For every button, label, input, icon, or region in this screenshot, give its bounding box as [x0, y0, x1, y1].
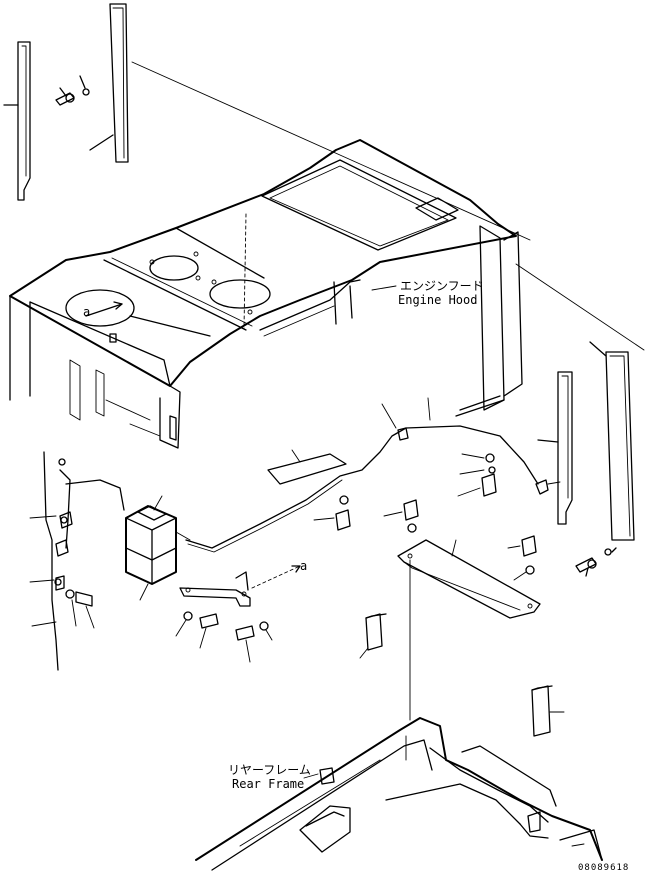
rubber-cushion-left — [359, 613, 387, 659]
guide-line-right — [515, 263, 645, 351]
guide-line-top — [131, 61, 531, 241]
support-bracket-plate — [397, 539, 541, 619]
right-side-cover-strip — [537, 371, 573, 525]
view-ref-a-arrow: a — [300, 559, 307, 573]
view-ref-a-hood: a — [83, 305, 90, 319]
controller-box — [125, 495, 191, 601]
left-side-cover-strip — [3, 41, 31, 201]
right-side-cover-plate — [589, 341, 635, 541]
view-arrow-a — [251, 565, 301, 589]
wiring-harness — [185, 397, 561, 553]
engine-hood — [9, 139, 523, 449]
upper-side-cover-plate — [89, 3, 129, 163]
rubber-cushion-right — [531, 685, 565, 737]
rear-frame-label-en: Rear Frame — [232, 777, 304, 791]
engine-hood-label-jp: エンジンフード — [400, 279, 484, 293]
controller-bracket — [179, 571, 251, 607]
rear-frame — [195, 717, 603, 871]
top-bolt-and-washer — [55, 75, 90, 106]
rear-frame-label-jp: リヤーフレーム — [228, 763, 311, 777]
center-bolts — [65, 453, 537, 663]
left-harness-with-clamps — [29, 451, 125, 671]
right-bolt-and-washer — [575, 547, 617, 577]
rear-frame-leader — [303, 773, 319, 779]
engine-hood-leader — [371, 285, 397, 291]
engine-hood-label-en: Engine Hood — [398, 293, 477, 307]
drawing-code: 08089618 — [578, 863, 629, 873]
